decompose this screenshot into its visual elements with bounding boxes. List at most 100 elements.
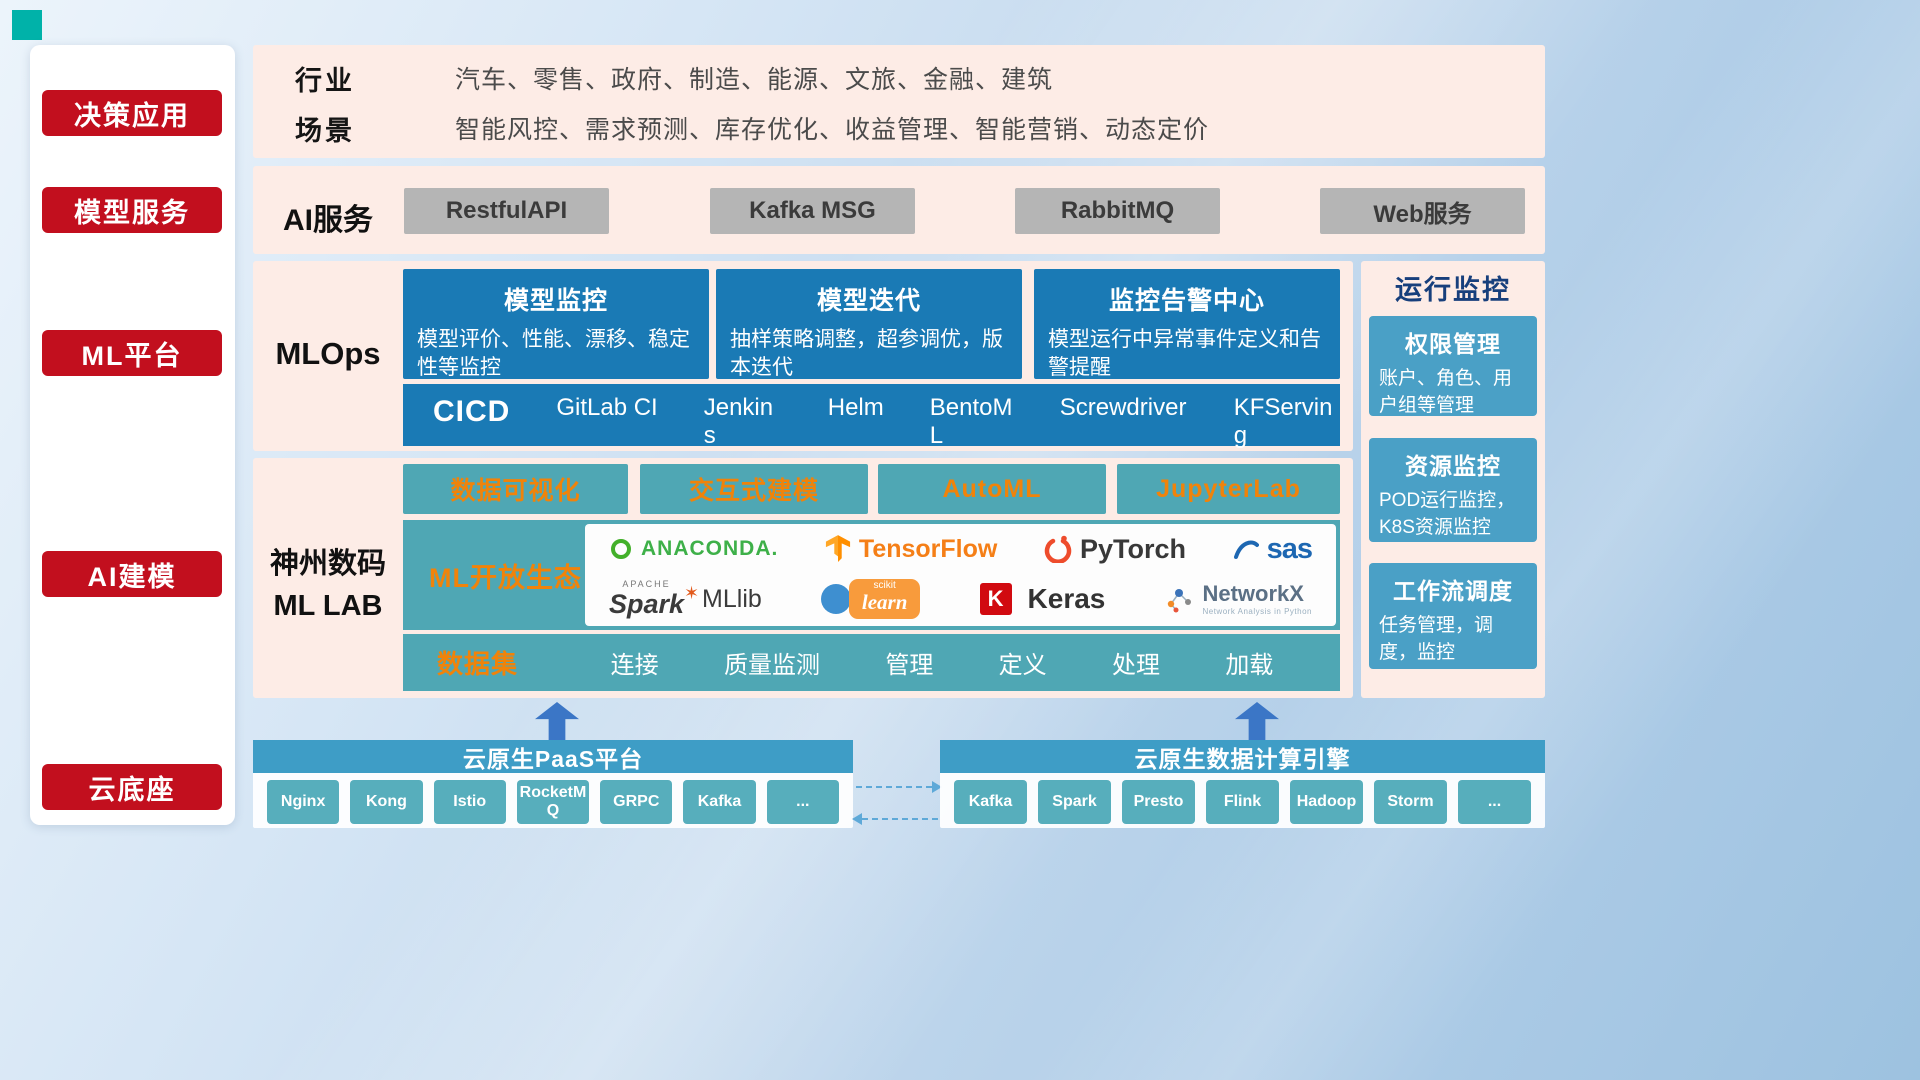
logo-row-2: APACHE Spark ✶ MLlib scikit learn <box>585 574 1336 624</box>
alert-center-title: 监控告警中心 <box>1108 287 1265 315</box>
scikit-label: scikit <box>873 580 896 592</box>
up-arrow-engine <box>1235 702 1279 740</box>
cicd-label: CICD <box>433 395 511 428</box>
sas-logo: sas <box>1233 532 1313 566</box>
model-iteration-desc: 抽样策略调整，超参调优，版本迭代 <box>730 328 1003 380</box>
chip-rocketmq: RocketMQ <box>516 780 590 824</box>
data-engine-block: 云原生数据计算引擎 Kafka Spark Presto Flink Hadoo… <box>940 740 1545 828</box>
ml-lab-label-line2: ML LAB <box>273 590 383 623</box>
model-iteration-title: 模型迭代 <box>816 287 921 315</box>
ml-lab-label-line1: 神州数码 <box>269 548 386 580</box>
permission-mgmt-title: 权限管理 <box>1405 331 1501 357</box>
networkx-logo: NetworkX Network Analysis in Python <box>1164 581 1312 616</box>
chip-engine-more: ... <box>1458 780 1531 824</box>
cicd-tool-helm: Helm <box>827 394 884 421</box>
ml-ecosystem-band: ML开放生态 ANACONDA. TensorFlow <box>403 520 1340 630</box>
layer-badge-decision-apps: 决策应用 <box>42 90 222 136</box>
rabbitmq-box: RabbitMQ <box>1015 188 1220 234</box>
mlops-label: MLOps <box>275 336 381 371</box>
workflow-scheduling-title: 工作流调度 <box>1393 578 1513 604</box>
spark-mllib-logo: APACHE Spark ✶ MLlib <box>609 579 762 620</box>
alert-center-desc: 模型运行中异常事件定义和告警提醒 <box>1048 328 1321 380</box>
industry-scenario-panel: 行业 汽车、零售、政府、制造、能源、文旅、金融、建筑 场景 智能风控、需求预测、… <box>253 45 1545 158</box>
restful-api-box: RestfulAPI <box>404 188 609 234</box>
anaconda-icon <box>611 539 631 559</box>
scenario-label: 场景 <box>295 115 355 146</box>
industry-label: 行业 <box>295 65 355 96</box>
scikit-learn-pill: scikit learn <box>848 579 921 619</box>
data-visualization-box: 数据可视化 <box>403 464 628 514</box>
chip-hadoop: Hadoop <box>1290 780 1363 824</box>
networkx-icon <box>1168 589 1192 613</box>
data-engine-header: 云原生数据计算引擎 <box>940 740 1545 773</box>
industry-row: 行业 汽车、零售、政府、制造、能源、文旅、金融、建筑 <box>253 53 1545 103</box>
engine-chip-row: Kafka Spark Presto Flink Hadoop Storm ..… <box>954 780 1531 824</box>
sas-wordmark: sas <box>1266 532 1313 565</box>
networkx-wordmark: NetworkX <box>1202 581 1304 607</box>
runtime-monitoring-title: 运行监控 <box>1395 275 1511 305</box>
model-iteration-card: 模型迭代 抽样策略调整，超参调优，版本迭代 <box>716 269 1022 379</box>
workflow-scheduling-card: 工作流调度 任务管理，调度，监控 <box>1369 563 1537 669</box>
dataset-item-define: 定义 <box>998 652 1047 679</box>
kafka-msg-box: Kafka MSG <box>710 188 915 234</box>
up-arrow-paas <box>535 702 579 740</box>
logo-row-1: ANACONDA. TensorFlow PyTorch <box>585 524 1336 574</box>
dashed-connector-right <box>856 786 932 788</box>
chip-spark: Spark <box>1038 780 1111 824</box>
dataset-item-process: 处理 <box>1111 652 1160 679</box>
layer-sidebar <box>30 45 235 825</box>
keras-logo: K Keras <box>979 583 1106 615</box>
learn-label: learn <box>861 590 908 615</box>
chip-kong: Kong <box>350 780 423 824</box>
chip-nginx: Nginx <box>267 780 340 824</box>
layer-badge-ml-platform: ML平台 <box>42 330 222 376</box>
scikit-learn-circle-icon <box>820 584 851 614</box>
dashed-connector-left-arrowhead <box>852 813 862 825</box>
permission-mgmt-card: 权限管理 账户、角色、用户组等管理 <box>1369 316 1537 416</box>
chip-presto: Presto <box>1122 780 1195 824</box>
layer-badge-cloud-base: 云底座 <box>42 764 222 810</box>
ai-service-label: AI服务 <box>283 204 373 237</box>
layer-badge-model-services: 模型服务 <box>42 187 222 233</box>
dataset-item-connect: 连接 <box>610 652 659 679</box>
tensorflow-icon <box>825 535 850 562</box>
spark-wordmark: Spark <box>609 588 685 619</box>
chip-storm: Storm <box>1374 780 1447 824</box>
model-monitoring-desc: 模型评价、性能、漂移、稳定性等监控 <box>417 328 690 380</box>
dataset-item-quality: 质量监测 <box>724 652 820 679</box>
model-monitoring-title: 模型监控 <box>503 287 608 315</box>
scikit-learn-logo: scikit learn <box>820 579 921 619</box>
spark-apache-label: APACHE <box>622 578 671 589</box>
industry-value: 汽车、零售、政府、制造、能源、文旅、金融、建筑 <box>455 66 1054 94</box>
paas-header: 云原生PaaS平台 <box>253 740 853 773</box>
keras-wordmark: Keras <box>1027 583 1106 614</box>
chip-paas-more: ... <box>766 780 839 824</box>
chip-grpc: GRPC <box>600 780 673 824</box>
sas-swoosh-icon <box>1233 540 1259 559</box>
paas-chip-row: Nginx Kong Istio RocketMQ GRPC Kafka ... <box>267 780 839 824</box>
chip-istio: Istio <box>433 780 506 824</box>
chip-kafka-paas: Kafka <box>683 780 756 824</box>
model-monitoring-card: 模型监控 模型评价、性能、漂移、稳定性等监控 <box>403 269 709 379</box>
cicd-bar: CICD GitLab CI Jenkins Helm BentoML Scre… <box>403 384 1340 449</box>
dataset-label: 数据集 <box>437 649 519 679</box>
dataset-items: 连接 质量监测 管理 定义 处理 加载 <box>578 645 1306 680</box>
layer-badge-ai-modeling: AI建模 <box>42 551 222 597</box>
dataset-item-manage: 管理 <box>885 652 934 679</box>
pytorch-wordmark: PyTorch <box>1079 533 1186 564</box>
mllib-label: MLlib <box>702 584 762 613</box>
scenario-value: 智能风控、需求预测、库存优化、收益管理、智能营销、动态定价 <box>455 116 1210 144</box>
anaconda-wordmark: ANACONDA. <box>641 537 779 560</box>
web-service-box: Web服务 <box>1320 188 1525 234</box>
dashed-connector-right-arrowhead <box>932 781 942 793</box>
resource-monitoring-desc: POD运行监控，K8S资源监控 <box>1379 490 1516 538</box>
dashed-connector-left <box>862 818 938 820</box>
cicd-tool-jenkins: Jenkins <box>703 394 774 450</box>
resource-monitoring-title: 资源监控 <box>1405 453 1501 479</box>
tensorflow-wordmark: TensorFlow <box>858 534 998 563</box>
cicd-tool-bentoml: BentoML <box>929 394 1013 450</box>
automl-box: AutoML <box>878 464 1106 514</box>
cicd-tool-kfserving: KFServing <box>1233 394 1333 450</box>
dataset-item-load: 加载 <box>1225 652 1274 679</box>
ecosystem-logo-panel: ANACONDA. TensorFlow PyTorch <box>585 524 1336 626</box>
